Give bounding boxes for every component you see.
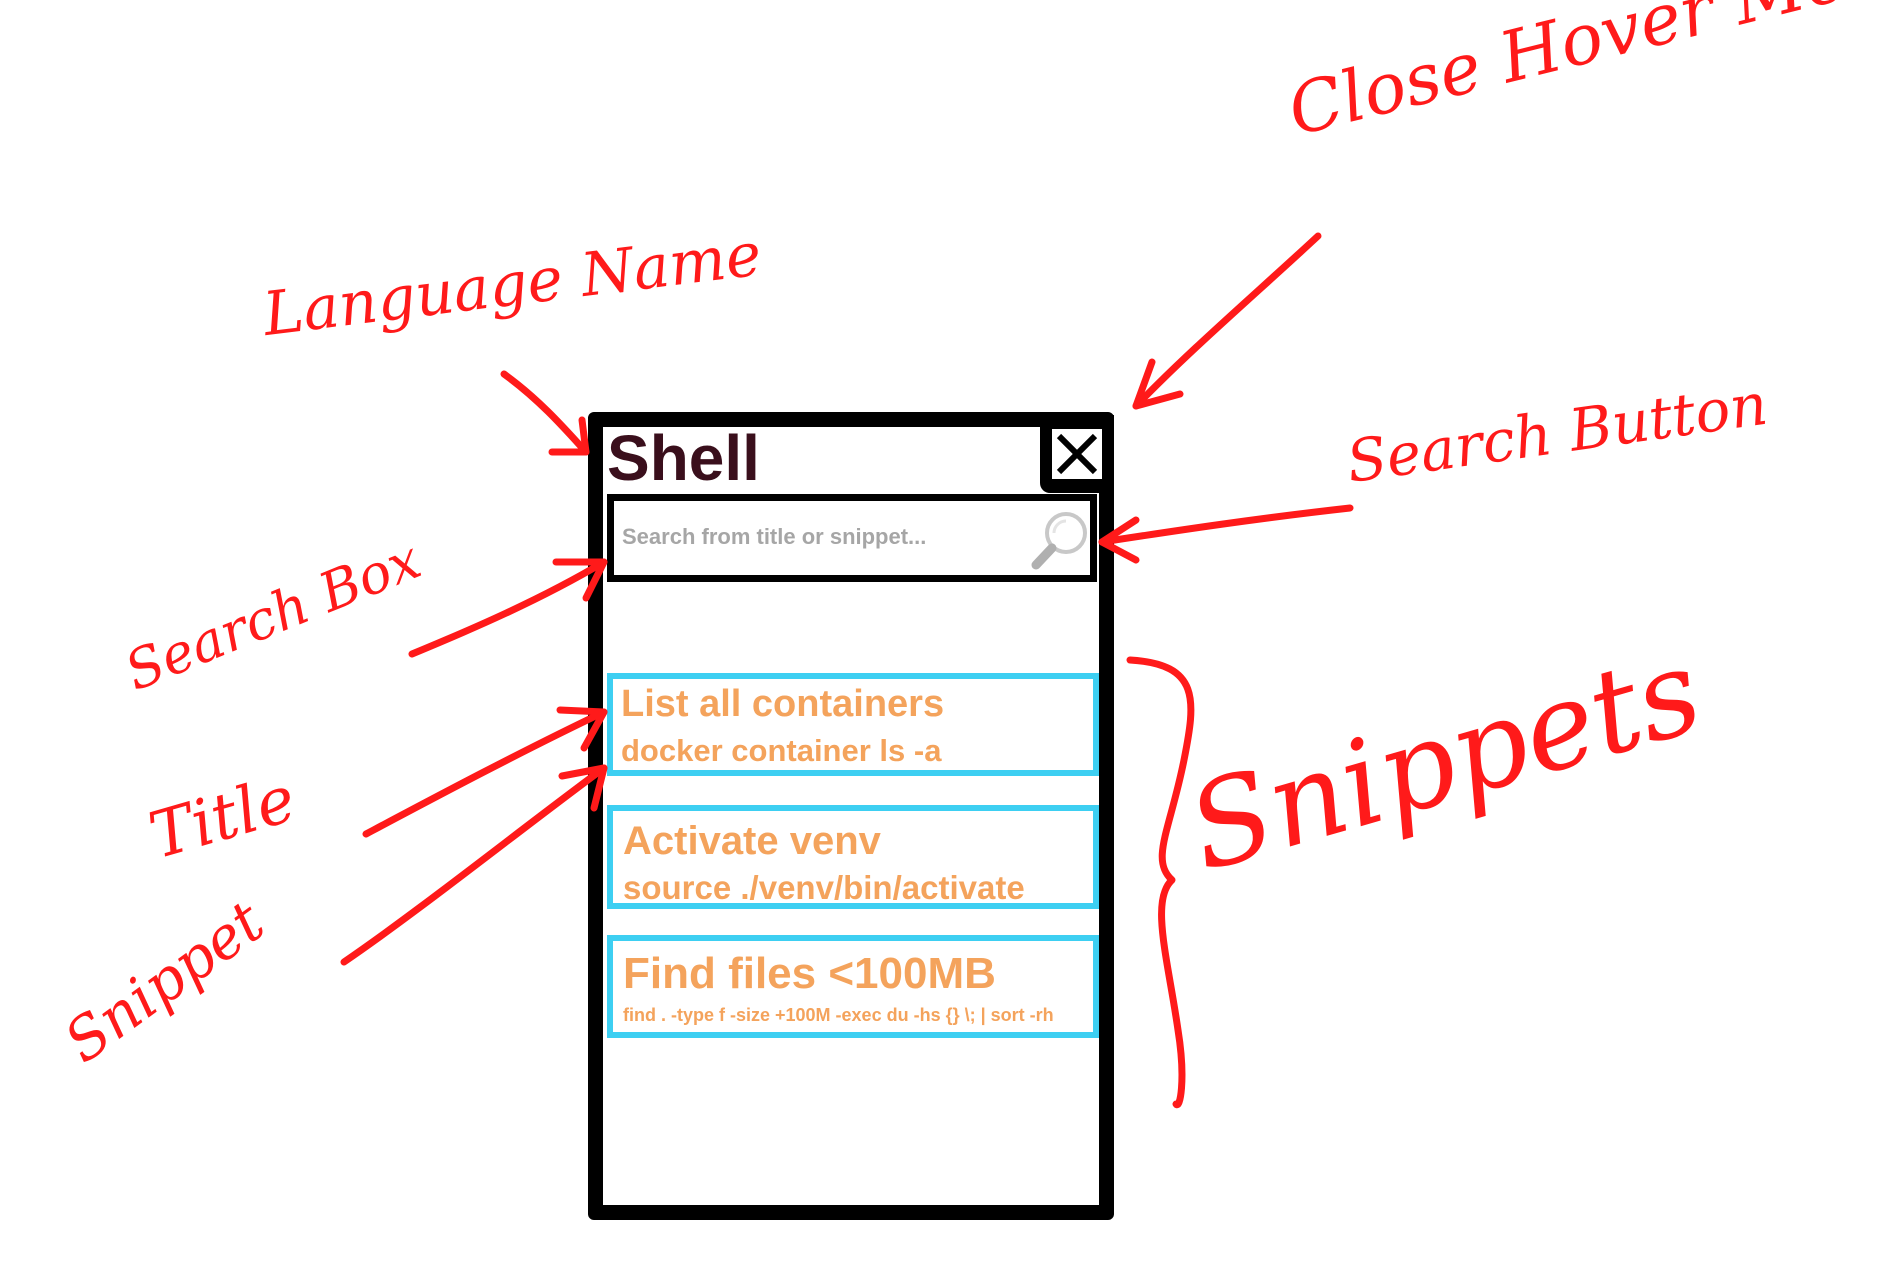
snippets-brace [1126,656,1195,1109]
search-input[interactable] [622,515,1022,559]
arrowhead-close-hover-menu [1132,358,1184,410]
snippet-item[interactable]: List all containers docker container ls … [607,673,1099,776]
arrow-title [362,708,608,838]
annotation-snippet: Snippet [52,887,277,1076]
search-box [607,494,1097,582]
annotation-title: Title [141,762,304,874]
arrow-search-button [1098,504,1354,546]
annotation-language-name: Language Name [259,219,766,350]
search-button[interactable] [1028,507,1094,573]
annotation-close-hover-menu: Close Hover Menu [1280,0,1890,153]
search-icon [1031,512,1087,570]
arrowhead-language-name [548,416,590,456]
arrow-search-box [408,558,608,658]
snippet-item[interactable]: Activate venv source ./venv/bin/activate [607,805,1099,909]
arrow-close-hover-menu [1132,232,1322,410]
language-name: Shell [607,422,760,494]
snippet-code: source ./venv/bin/activate [623,869,1025,906]
annotation-snippets: Snippets [1173,621,1716,898]
snippet-code: docker container ls -a [621,733,942,768]
snippet-title: Find files <100MB [623,949,996,998]
arrow-language-name [500,370,590,456]
close-icon [1052,429,1102,479]
snippet-title: List all containers [621,683,945,725]
snippet-item[interactable]: Find files <100MB find . -type f -size +… [607,935,1099,1038]
close-hover-menu-button[interactable] [1040,415,1114,493]
annotation-search-box: Search Box [116,527,430,703]
arrow-snippet [340,764,608,966]
snippet-title: Activate venv [623,819,881,863]
annotation-search-button: Search Button [1342,369,1772,496]
snippet-code: find . -type f -size +100M -exec du -hs … [623,1005,1054,1025]
